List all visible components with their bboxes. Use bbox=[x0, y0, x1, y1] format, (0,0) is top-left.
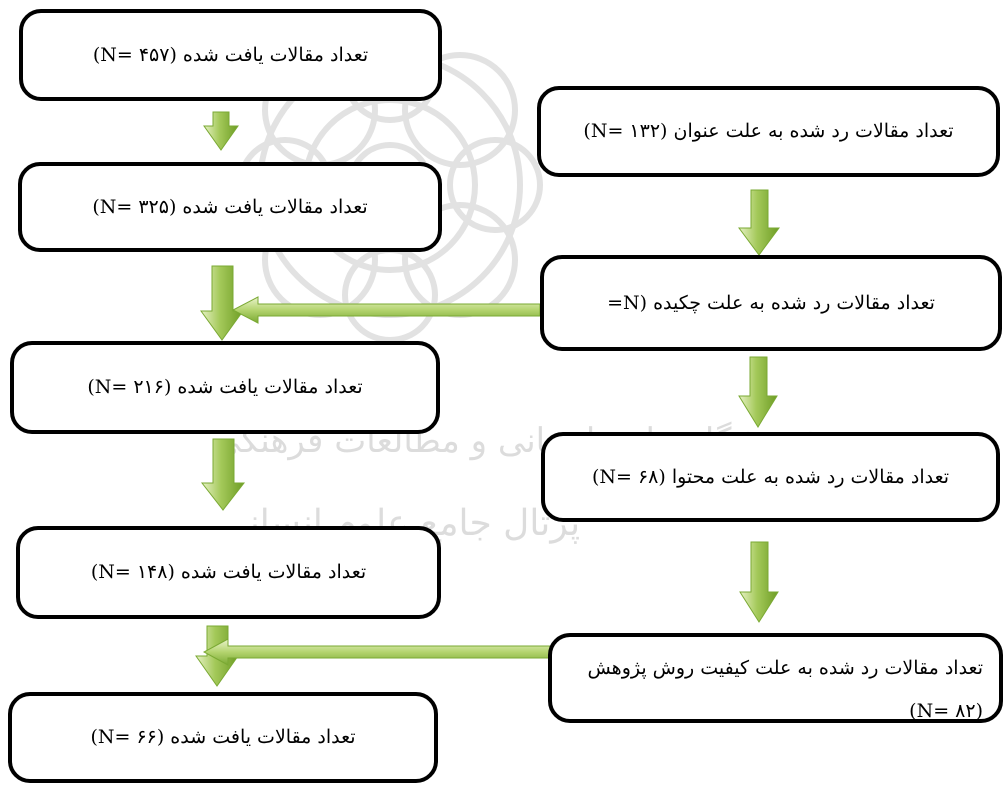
down-arrow-left-2 bbox=[200, 265, 244, 341]
found-articles-box-2: تعداد مقالات یافت شده (N= ۳۲۵) bbox=[18, 162, 442, 252]
rejected-title-box: تعداد مقالات رد شده به علت عنوان (N= ۱۳۲… bbox=[537, 86, 1000, 177]
down-arrow-right-3 bbox=[739, 541, 779, 623]
found-articles-label-5: تعداد مقالات یافت شده (N= ۶۶) bbox=[90, 726, 356, 749]
rejected-content-box: تعداد مقالات رد شده به علت محتوا (N= ۶۸) bbox=[541, 432, 1000, 522]
left-arrow-quality-to-main bbox=[202, 638, 551, 666]
found-articles-box-4: تعداد مقالات یافت شده (N= ۱۴۸) bbox=[16, 526, 441, 619]
rejected-method-quality-count: (N= ۸۲) bbox=[909, 699, 983, 722]
found-articles-box-1: تعداد مقالات یافت شده (N= ۴۵۷) bbox=[19, 9, 442, 101]
found-articles-box-3: تعداد مقالات یافت شده (N= ۲۱۶) bbox=[10, 341, 440, 434]
down-arrow-left-1 bbox=[203, 111, 239, 151]
rejected-abstract-box: تعداد مقالات رد شده به علت چکیده (N= bbox=[540, 255, 1002, 351]
rejected-content-label: تعداد مقالات رد شده به علت محتوا (N= ۶۸) bbox=[591, 465, 950, 488]
found-articles-label-4: تعداد مقالات یافت شده (N= ۱۴۸) bbox=[90, 561, 367, 584]
found-articles-label-1: تعداد مقالات یافت شده (N= ۴۵۷) bbox=[92, 43, 369, 66]
rejected-abstract-label: تعداد مقالات رد شده به علت چکیده (N= bbox=[607, 291, 935, 314]
down-arrow-left-3 bbox=[200, 438, 246, 511]
rejected-title-label: تعداد مقالات رد شده به علت عنوان (N= ۱۳۲… bbox=[583, 120, 954, 143]
left-arrow-abstract-to-main bbox=[231, 296, 541, 324]
down-arrow-right-2 bbox=[738, 356, 778, 428]
found-articles-label-3: تعداد مقالات یافت شده (N= ۲۱۶) bbox=[87, 376, 363, 399]
rejected-method-quality-label: تعداد مقالات رد شده به علت کیفیت روش پژو… bbox=[587, 657, 983, 679]
rejected-method-quality-box: تعداد مقالات رد شده به علت کیفیت روش پژو… bbox=[548, 633, 1003, 723]
found-articles-label-2: تعداد مقالات یافت شده (N= ۳۲۵) bbox=[92, 195, 368, 218]
found-articles-box-5: تعداد مقالات یافت شده (N= ۶۶) bbox=[8, 692, 438, 783]
down-arrow-right-1 bbox=[738, 189, 780, 256]
